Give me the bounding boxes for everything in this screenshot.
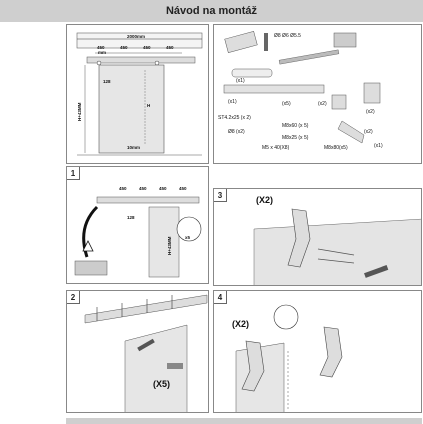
step-1-spacing-1: 450	[119, 186, 127, 191]
step-1-spacing-3: 450	[159, 186, 167, 191]
step-2-count: (X5)	[153, 379, 170, 389]
bracket-kit-image	[224, 31, 258, 53]
wrench-icon	[137, 338, 155, 352]
wall-bracket-image	[363, 82, 381, 104]
qty-x2-c: (x2)	[364, 129, 373, 135]
step-1-spacing-2: 450	[139, 186, 147, 191]
offset-128-label: 128	[103, 79, 111, 84]
overview-drawing: 2000mm 450 450 450 450 mm H H+43MM 128 1…	[76, 32, 203, 156]
washer-d8-label: Ø8 (x2)	[228, 129, 245, 135]
spacing-label-2: 450	[120, 45, 128, 50]
step-1-panel: 1 450 450 450 450 128 H+43MM x5	[66, 166, 209, 284]
unit-label: mm	[98, 50, 106, 55]
total-width-label: 2000mm	[127, 34, 145, 39]
curved-arrow-icon	[82, 205, 99, 258]
drill-icon	[167, 363, 183, 369]
level-icon	[278, 49, 340, 65]
step-1-offset: 128	[127, 215, 135, 220]
step-1-spacing-4: 450	[179, 186, 187, 191]
nut-m5-label: M5 x 40(X8)	[262, 145, 290, 151]
spacer-image	[331, 94, 347, 110]
qty-x1-c: (x1)	[374, 143, 383, 149]
roller-hanger-image	[337, 120, 365, 144]
step-1-height: H+43MM	[167, 236, 172, 255]
step-4-count: (X2)	[232, 319, 249, 329]
pencil-icon	[74, 260, 108, 276]
parts-drawing: Ø8 Ø6 Ø5.5 (x1) (x1) (x5) (x2) (x2) ST4.…	[218, 31, 383, 151]
offset-bottom-label: 10mm	[127, 145, 140, 150]
spacing-label-1: 450	[97, 45, 105, 50]
page-title: Návod na montáž	[0, 0, 423, 22]
step-1-drawing: 450 450 450 450 128 H+43MM x5	[74, 186, 202, 278]
spacing-label-4: 450	[166, 45, 174, 50]
step-4-number: 4	[214, 291, 227, 304]
roller-hanger-image	[241, 340, 265, 392]
parts-panel: Ø8 Ø6 Ø5.5 (x1) (x1) (x5) (x2) (x2) ST4.…	[213, 24, 422, 164]
step-2-number: 2	[67, 291, 80, 304]
spacing-label-3: 450	[143, 45, 151, 50]
step-4-panel: 4 (X2)	[213, 290, 422, 413]
step-1-badge: x5	[185, 235, 191, 240]
qty-x1-b: (x1)	[228, 99, 237, 105]
step-4-drawing: (X2)	[232, 304, 343, 412]
roller-hanger-image-2	[319, 326, 343, 378]
rail-image	[223, 84, 325, 94]
step-3-number: 3	[214, 189, 227, 202]
step-3-panel: 3 (X2)	[213, 188, 422, 286]
qty-x2-b: (x2)	[366, 109, 375, 115]
step-2-drawing: (X5)	[84, 294, 208, 412]
step-3-count: (X2)	[256, 195, 273, 205]
step-3-drawing: (X2)	[253, 195, 421, 285]
footer-bar	[66, 418, 422, 424]
roller-hanger-image	[287, 208, 311, 268]
bolt-m8x60-label: M8x60 (x 5)	[282, 123, 309, 129]
bolt-m8x25-label: M8x25 (x 5)	[282, 135, 309, 141]
warning-icon	[82, 240, 94, 252]
qty-x1-a: (x1)	[236, 78, 245, 84]
stopper-image	[231, 68, 273, 78]
step-2-panel: 2 (X5)	[66, 290, 209, 413]
detail-zoom-icon	[273, 304, 299, 330]
drill-sizes-label: Ø8 Ø6 Ø5.5	[274, 33, 301, 39]
height-label: H+43MM	[77, 102, 82, 121]
step-1-number: 1	[67, 167, 80, 180]
overview-panel: 2000mm 450 450 450 450 mm H H+43MM 128 1…	[66, 24, 209, 164]
screwdriver-icon	[264, 33, 268, 51]
screw-st-label: ST4.2x25 (x 2)	[218, 115, 251, 121]
h-label: H	[147, 103, 150, 108]
drill-icon	[333, 32, 357, 48]
qty-x2-a: (x2)	[318, 101, 327, 107]
detail-zoom-icon	[176, 216, 202, 242]
qty-x5-a: (x5)	[282, 101, 291, 107]
bolt-m8x80-label: M8x80(x5)	[324, 145, 348, 151]
screwdriver-icon	[364, 265, 389, 278]
